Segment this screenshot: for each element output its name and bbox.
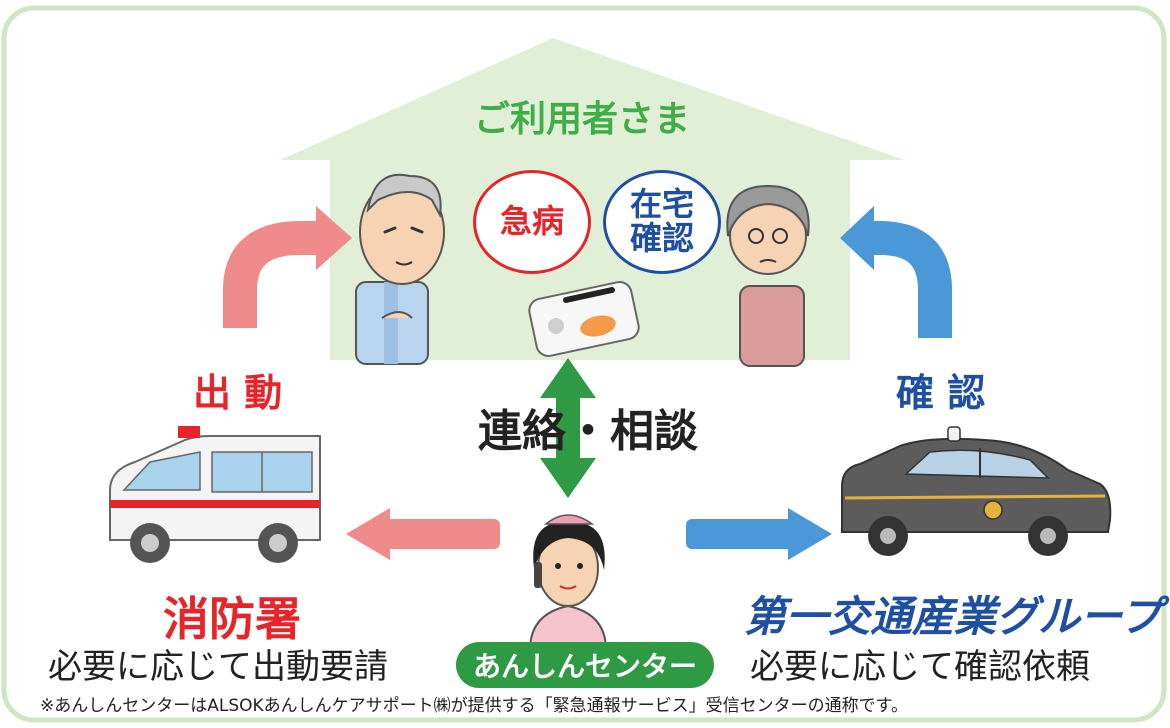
elderly-man-icon [355,173,445,365]
right-arrow-icon [686,508,832,560]
center-name: あんしんセンター [472,650,697,683]
fire-department-label: 消防署 [163,592,301,646]
home-check-badge: 在宅 確認 [603,170,721,274]
emergency-device-icon [528,281,640,357]
left-arrow-icon [346,508,500,560]
contact-double-arrow-icon [540,358,596,498]
confirm-request-text: 必要に応じて確認依頼 [750,647,1090,687]
contact-label: 連絡・相談 [478,406,698,457]
home-check-line2: 確認 [629,219,694,257]
dispatch-arrow-icon [223,206,352,328]
elderly-woman-icon [726,184,810,367]
home-check-line1: 在宅 [629,185,694,224]
footnote: ※あんしんセンターはALSOKあんしんケアサポート㈱が提供する「緊急通報サービス… [40,696,908,716]
dispatch-label: 出 動 [193,371,283,415]
emergency-badge: 急病 [473,170,591,274]
operator-nurse-icon [528,514,608,651]
house-label: ご利用者さま [474,99,691,140]
house-shape [280,38,905,360]
confirm-arrow-icon [840,206,952,338]
emergency-badge-label: 急病 [499,202,564,241]
taxi-icon [841,426,1112,556]
ambulance-icon [109,426,321,563]
dispatch-request-text: 必要に応じて出動要請 [48,647,388,687]
confirm-label: 確 認 [896,371,986,415]
transport-group-label: 第一交通産業グループ [744,592,1162,641]
center-name-pill: あんしんセンター [456,642,714,688]
